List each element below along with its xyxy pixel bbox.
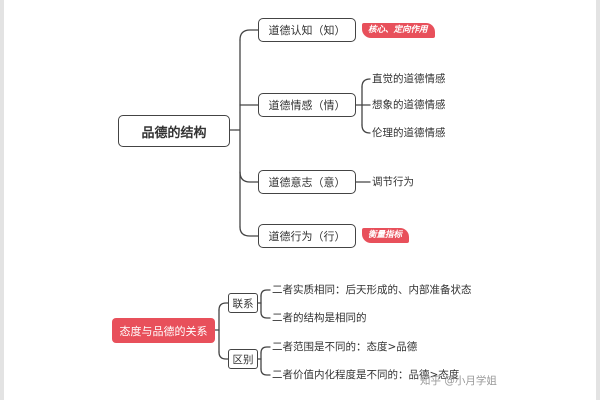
leaf-different-internalization: 二者价值内化程度是不同的：品德>态度 bbox=[272, 369, 460, 381]
connector-to-behavior bbox=[239, 226, 259, 237]
frame-edge-left bbox=[0, 0, 4, 400]
connector-to-conn-1 bbox=[260, 289, 271, 297]
leaf-same-essence: 二者实质相同：后天形成的、内部准备状态 bbox=[272, 284, 472, 296]
leaf-imaginative-emotion: 想象的道德情感 bbox=[372, 99, 446, 111]
connector-to-ethical bbox=[361, 124, 371, 134]
leaf-ethical-emotion: 伦理的道德情感 bbox=[372, 127, 446, 139]
connector-to-conn-2 bbox=[260, 311, 271, 319]
node-moral-behavior[interactable]: 道德行为（行） bbox=[258, 224, 356, 248]
connector-to-difference bbox=[218, 351, 229, 360]
watermark: 知乎 @小月学姐 bbox=[420, 375, 497, 387]
connector-to-connection bbox=[218, 302, 229, 311]
node-attitude-morality-relation[interactable]: 态度与品德的关系 bbox=[112, 318, 215, 343]
leaf-different-scope: 二者范围是不同的：态度>品德 bbox=[272, 341, 418, 353]
node-moral-will[interactable]: 道德意志（意） bbox=[258, 170, 356, 194]
node-difference[interactable]: 区别 bbox=[228, 349, 258, 369]
leaf-regulate-behavior: 调节行为 bbox=[372, 176, 414, 188]
connector-to-will bbox=[239, 171, 259, 183]
connector-to-diff-2 bbox=[260, 368, 271, 376]
connector-root-spine bbox=[235, 39, 241, 228]
leaf-intuitive-emotion: 直觉的道德情感 bbox=[372, 73, 446, 85]
node-moral-cognition[interactable]: 道德认知（知） bbox=[258, 18, 356, 42]
tag-core-orientation: 核心、定向作用 bbox=[362, 23, 435, 38]
node-moral-emotion[interactable]: 道德情感（情） bbox=[258, 93, 356, 117]
tag-measure-indicator: 衡量指标 bbox=[362, 228, 410, 243]
connector-to-intuitive bbox=[361, 78, 371, 88]
connector-to-cognition bbox=[239, 29, 259, 41]
node-moral-structure[interactable]: 品德的结构 bbox=[118, 115, 230, 147]
node-connection[interactable]: 联系 bbox=[228, 293, 258, 313]
connector-to-diff-1 bbox=[260, 346, 271, 354]
leaf-same-structure: 二者的结构是相同的 bbox=[272, 312, 367, 324]
frame-edge-right bbox=[596, 0, 600, 400]
